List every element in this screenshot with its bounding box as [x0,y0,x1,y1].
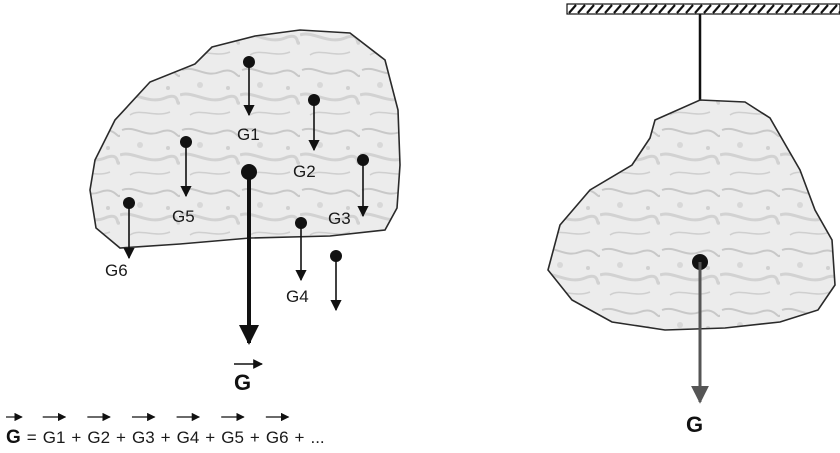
equation-equals: = [27,428,37,447]
equation: G = G1 + G2 + G3 + G4 + G5 + G6 +... [6,417,325,448]
equation-plus: + [295,428,305,447]
equation-lhs: G [6,427,21,448]
label-g6: G6 [105,261,128,280]
equation-ellipsis: ... [310,428,324,447]
label-g3: G3 [328,209,351,228]
equation-term-1: G1 [43,428,66,447]
equation-term-6: G6 [266,428,289,447]
equation-term-3: G3 [132,428,155,447]
left-figure: G1 G2 G3 G5 G6 G4 G [90,30,400,395]
label-g4: G4 [286,287,309,306]
label-g5: G5 [172,207,195,226]
equation-plus: + [161,428,171,447]
label-resultant-right: G [686,412,703,437]
equation-term-2: G2 [87,428,110,447]
equation-term-4: G4 [177,428,200,447]
right-figure: G [548,4,840,437]
equation-plus: + [71,428,81,447]
label-g1: G1 [237,125,260,144]
equation-plus: + [250,428,260,447]
equation-plus: + [116,428,126,447]
equation-term-5: G5 [221,428,244,447]
equation-plus: + [205,428,215,447]
stone-shape-right [548,100,835,330]
label-resultant: G [234,370,251,395]
label-g2: G2 [293,162,316,181]
